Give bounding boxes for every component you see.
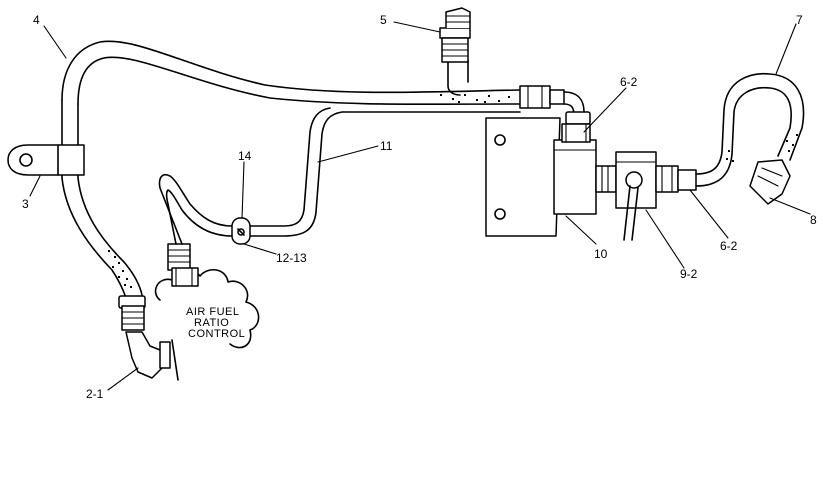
callout-12-13: 12-13 — [276, 251, 307, 265]
callout-3: 3 — [22, 197, 29, 211]
clip-12-13 — [231, 217, 251, 245]
hose-loop-7 — [695, 72, 805, 205]
tube-11 — [158, 107, 521, 245]
component-label-line-3: CONTROL — [188, 328, 245, 340]
component-label-line-2: RATIO — [194, 317, 229, 329]
callout-9-2: 9-2 — [680, 267, 698, 281]
fitting-5 — [439, 7, 471, 96]
callout-14: 14 — [238, 149, 252, 163]
valve-9-2 — [595, 151, 697, 241]
clamp-3 — [7, 144, 85, 176]
callout-2-1: 2-1 — [86, 387, 104, 401]
air-fuel-ratio-control-unit: AIR FUEL RATIO CONTROL — [154, 243, 260, 349]
callout-11: 11 — [380, 139, 393, 153]
callout-5: 5 — [380, 13, 387, 27]
fitting-2-1 — [118, 295, 179, 381]
callout-10: 10 — [594, 247, 608, 261]
callout-6-2-bottom: 6-2 — [720, 239, 738, 253]
hose-assembly-4 — [61, 40, 521, 299]
leader-lines — [29, 21, 811, 391]
callout-6-2-top: 6-2 — [620, 75, 638, 89]
callout-7: 7 — [796, 13, 803, 27]
callout-4: 4 — [33, 13, 40, 27]
callout-8: 8 — [810, 213, 817, 227]
callout-labels: 4 5 7 6-2 11 14 3 12-13 8 10 6-2 9-2 2-1 — [22, 13, 817, 401]
component-label-line-1: AIR FUEL — [186, 306, 240, 318]
hose-end-fitting — [519, 85, 585, 121]
bracket-and-block-10 — [485, 111, 597, 237]
